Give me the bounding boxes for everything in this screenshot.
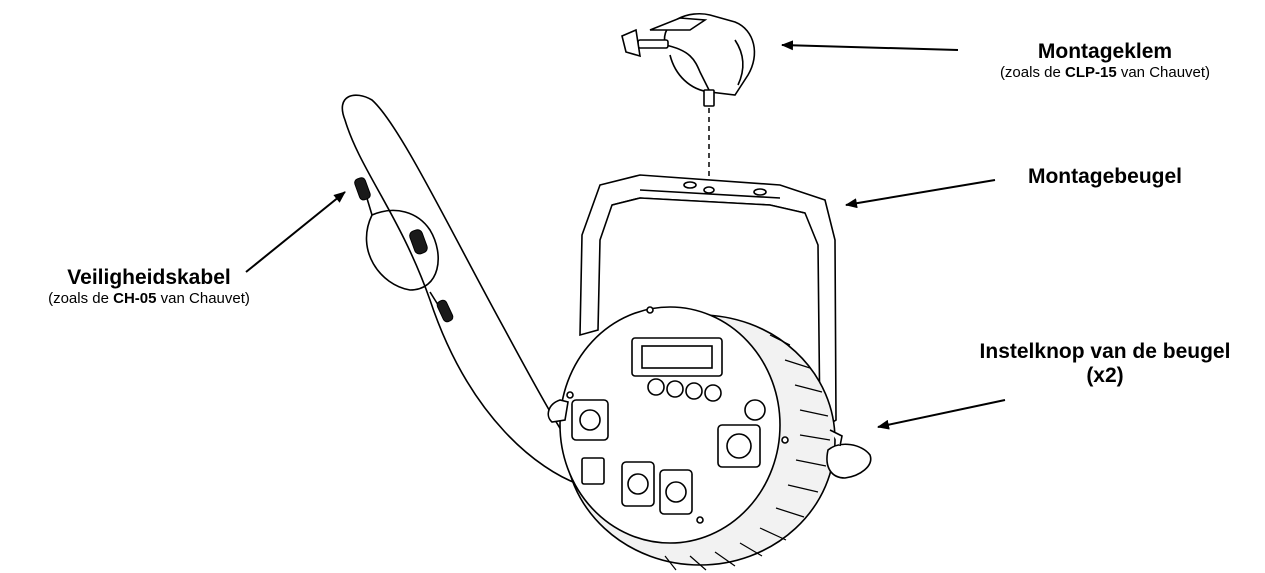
arrow-clamp bbox=[781, 40, 959, 51]
mounting-clamp-subtitle: (zoals de CLP-15 van Chauvet) bbox=[999, 64, 1211, 82]
menu-button-4 bbox=[704, 384, 722, 402]
safety-cable-subtitle: (zoals de CH-05 van Chauvet) bbox=[48, 290, 250, 308]
arrow-knob bbox=[877, 399, 1006, 430]
bracket-knob-title: Instelknop van de beugel bbox=[979, 340, 1231, 363]
safety-cable-title: Veiligheidskabel bbox=[67, 266, 231, 289]
knob-left bbox=[547, 399, 569, 423]
menu-button-1 bbox=[647, 378, 665, 396]
safety-cable-eye bbox=[365, 209, 439, 291]
mounting-clamp-illustration bbox=[621, 13, 756, 107]
safety-cable-loop bbox=[341, 94, 596, 485]
pointer-arrows bbox=[245, 40, 1006, 430]
mounting-clamp-label: Montageklem (zoals de CLP-15 van Chauvet… bbox=[955, 40, 1255, 81]
fixture-rear-panel bbox=[559, 306, 781, 544]
cable-ferrules bbox=[354, 177, 454, 323]
knob-right bbox=[826, 443, 872, 479]
mounting-clamp-title: Montageklem bbox=[1037, 40, 1173, 63]
mounting-bracket-illustration bbox=[579, 174, 837, 432]
mounting-bracket-label: Montagebeugel bbox=[990, 165, 1220, 189]
bracket-knob-label: Instelknop van de beugel (x2) bbox=[950, 340, 1260, 388]
bracket-knob-illustration bbox=[547, 399, 872, 479]
heatsink-fins bbox=[664, 334, 831, 571]
ferrule-bottom bbox=[436, 299, 454, 323]
safety-cable-label: Veiligheidskabel (zoals de CH-05 van Cha… bbox=[0, 266, 298, 307]
arrow-cable bbox=[245, 191, 346, 273]
ferrule-top bbox=[354, 177, 371, 201]
arrow-bracket bbox=[845, 179, 996, 209]
fixture-body-illustration bbox=[559, 306, 836, 571]
menu-button-3 bbox=[685, 382, 703, 400]
mounting-bracket-title: Montagebeugel bbox=[1027, 165, 1182, 188]
menu-button-2 bbox=[666, 380, 684, 398]
fuse-holder bbox=[581, 457, 605, 485]
bracket-knob-count: (x2) bbox=[1086, 364, 1124, 388]
safety-cable-illustration bbox=[341, 94, 596, 485]
ferrule-middle bbox=[409, 229, 428, 255]
